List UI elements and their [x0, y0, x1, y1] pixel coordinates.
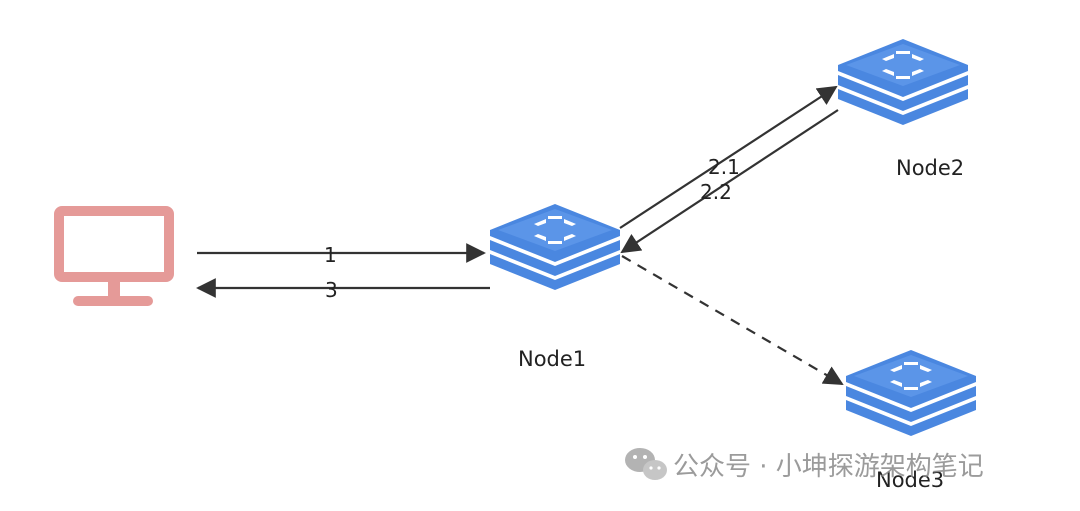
node3-label: Node3 [876, 468, 944, 492]
node2: Node2 [838, 39, 968, 180]
edge-response-label: 3 [325, 278, 338, 302]
edge-response: 3 [196, 278, 490, 302]
node2-label: Node2 [896, 156, 964, 180]
edge-request-label: 1 [324, 243, 337, 267]
edge-ack: 2.2 [620, 109, 839, 254]
edge-forward-line [619, 85, 838, 229]
edge-forward: 2.1 [619, 85, 838, 229]
watermark-text: 公众号 · 小坤探游架构笔记 [673, 452, 984, 482]
node3: Node3 [846, 350, 976, 492]
node1-server-icon [490, 204, 620, 290]
edge-ack-label: 2.2 [700, 180, 732, 204]
edge-ack-line [620, 109, 839, 254]
edge-forward-label: 2.1 [708, 155, 740, 179]
node1-label: Node1 [518, 347, 586, 371]
wechat-icon [625, 448, 667, 480]
edge-async [621, 255, 844, 385]
node2-server-icon [838, 39, 968, 125]
monitor-icon [54, 206, 174, 306]
edge-request: 1 [197, 243, 486, 267]
edge-async-line [621, 255, 844, 385]
node1: Node1 [490, 204, 620, 371]
node3-server-icon [846, 350, 976, 436]
client-monitor [54, 206, 174, 306]
watermark: 公众号 · 小坤探游架构笔记 [625, 448, 984, 482]
